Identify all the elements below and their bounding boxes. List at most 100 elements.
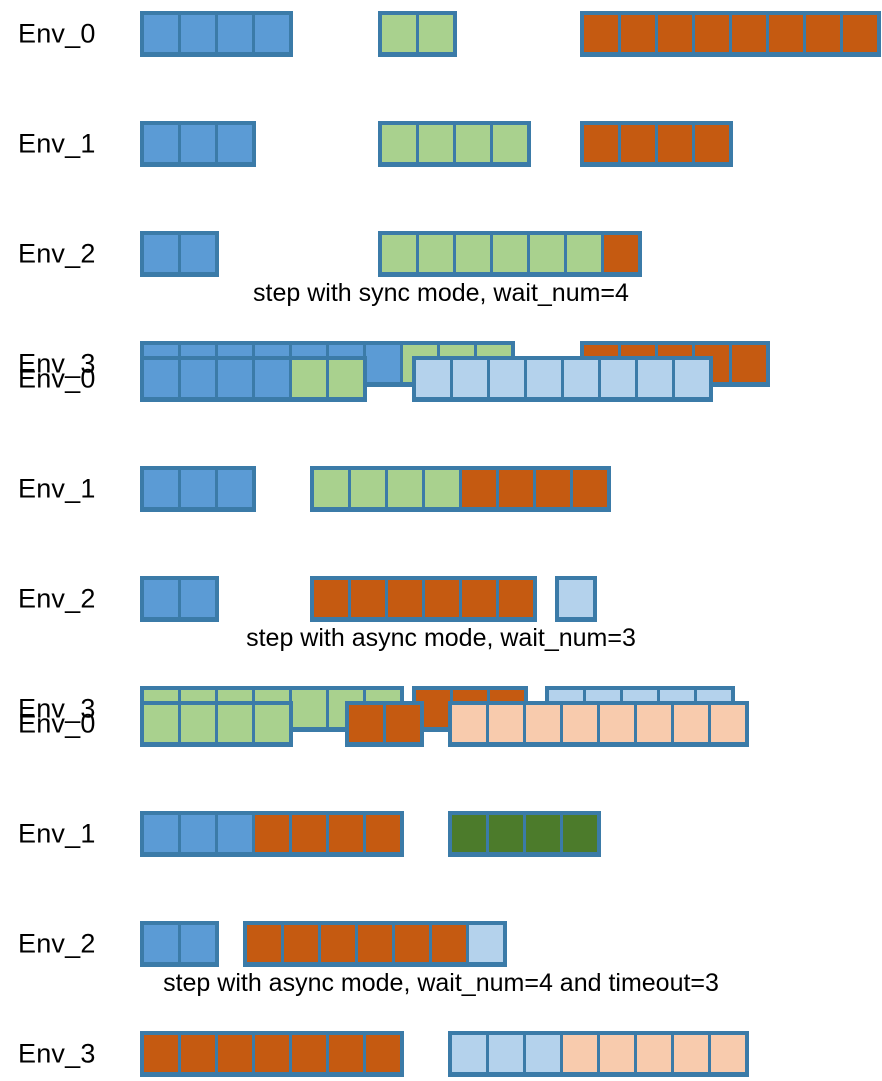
step-cell-orange: [247, 924, 281, 962]
env-row: Env_2: [0, 916, 882, 971]
env-row: Env_2: [0, 571, 882, 626]
step-cell-green: [382, 234, 416, 272]
step-group: [140, 1030, 404, 1077]
step-cell-orange: [536, 469, 570, 507]
step-cell-orange: [329, 1034, 363, 1072]
step-cell-orange: [218, 1034, 252, 1072]
step-cell-orange: [255, 814, 289, 852]
step-group: [140, 120, 256, 167]
step-group: [140, 465, 256, 512]
step-cell-blue: [181, 924, 215, 962]
step-cell-green: [567, 234, 601, 272]
step-cell-orange: [351, 579, 385, 617]
step-group: [310, 465, 611, 512]
step-cell-green: [425, 469, 459, 507]
step-cell-peach: [600, 1034, 634, 1072]
step-cell-blue: [181, 814, 215, 852]
step-cell-green: [382, 124, 416, 162]
step-cell-orange: [621, 14, 655, 52]
env-label: Env_1: [18, 128, 96, 158]
step-cell-green: [292, 359, 326, 397]
step-group: [378, 120, 531, 167]
step-cell-orange: [806, 14, 840, 52]
step-cell-orange: [621, 124, 655, 162]
step-cell-blue: [181, 124, 215, 162]
step-cell-lightblue: [559, 579, 593, 617]
step-cell-peach: [563, 704, 597, 742]
step-group: [448, 700, 749, 747]
step-cell-lightblue: [675, 359, 709, 397]
step-cell-orange: [695, 124, 729, 162]
step-cell-orange: [358, 924, 392, 962]
step-cell-orange: [329, 814, 363, 852]
step-cell-green: [419, 14, 453, 52]
step-cell-green: [292, 689, 326, 727]
step-cell-peach: [637, 1034, 671, 1072]
step-cell-darkgreen: [489, 814, 523, 852]
step-cell-orange: [584, 124, 618, 162]
panel-caption: step with async mode, wait_num=4 and tim…: [163, 969, 719, 997]
step-group: [310, 575, 537, 622]
step-cell-orange: [388, 579, 422, 617]
step-cell-orange: [573, 469, 607, 507]
step-cell-orange: [144, 1034, 178, 1072]
step-cell-lightblue: [469, 924, 503, 962]
env-label: Env_3: [18, 1038, 96, 1068]
step-cell-blue: [181, 234, 215, 272]
step-group: [140, 700, 293, 747]
step-cell-blue: [144, 469, 178, 507]
step-group: [140, 575, 219, 622]
env-row: Env_1: [0, 806, 882, 861]
step-cell-peach: [452, 704, 486, 742]
step-group: [448, 810, 601, 857]
step-cell-blue: [218, 814, 252, 852]
step-cell-lightblue: [490, 359, 524, 397]
step-cell-green: [351, 469, 385, 507]
step-cell-orange: [314, 579, 348, 617]
env-label: Env_1: [18, 473, 96, 503]
step-cell-orange: [604, 234, 638, 272]
step-group: [140, 810, 404, 857]
step-cell-orange: [658, 14, 692, 52]
step-cell-blue: [181, 579, 215, 617]
step-cell-lightblue: [564, 359, 598, 397]
step-cell-orange: [499, 579, 533, 617]
step-cell-orange: [732, 14, 766, 52]
env-label: Env_0: [18, 708, 96, 738]
step-cell-lightblue: [452, 1034, 486, 1072]
step-cell-orange: [769, 14, 803, 52]
step-cell-blue: [366, 344, 400, 382]
step-cell-orange: [462, 579, 496, 617]
step-cell-green: [493, 234, 527, 272]
step-cell-orange: [366, 814, 400, 852]
step-cell-orange: [695, 14, 729, 52]
step-cell-green: [493, 124, 527, 162]
step-group: [140, 230, 219, 277]
env-label: Env_0: [18, 363, 96, 393]
step-cell-orange: [658, 124, 692, 162]
step-cell-orange: [732, 344, 766, 382]
step-cell-lightblue: [453, 359, 487, 397]
env-label: Env_0: [18, 18, 96, 48]
env-label: Env_2: [18, 238, 96, 268]
step-group: [580, 120, 733, 167]
env-row: Env_1: [0, 461, 882, 516]
step-cell-darkgreen: [563, 814, 597, 852]
panel-caption: step with async mode, wait_num=3: [246, 624, 636, 652]
step-cell-blue: [218, 124, 252, 162]
step-group: [378, 230, 642, 277]
step-cell-darkgreen: [526, 814, 560, 852]
step-cell-green: [419, 124, 453, 162]
step-cell-blue: [144, 359, 178, 397]
step-cell-blue: [181, 14, 215, 52]
step-cell-orange: [321, 924, 355, 962]
step-cell-peach: [526, 704, 560, 742]
env-row: Env_0: [0, 6, 882, 61]
step-cell-blue: [144, 924, 178, 962]
step-cell-blue: [144, 14, 178, 52]
step-cell-lightblue: [527, 359, 561, 397]
step-cell-green: [314, 469, 348, 507]
step-cell-peach: [637, 704, 671, 742]
step-cell-blue: [144, 124, 178, 162]
